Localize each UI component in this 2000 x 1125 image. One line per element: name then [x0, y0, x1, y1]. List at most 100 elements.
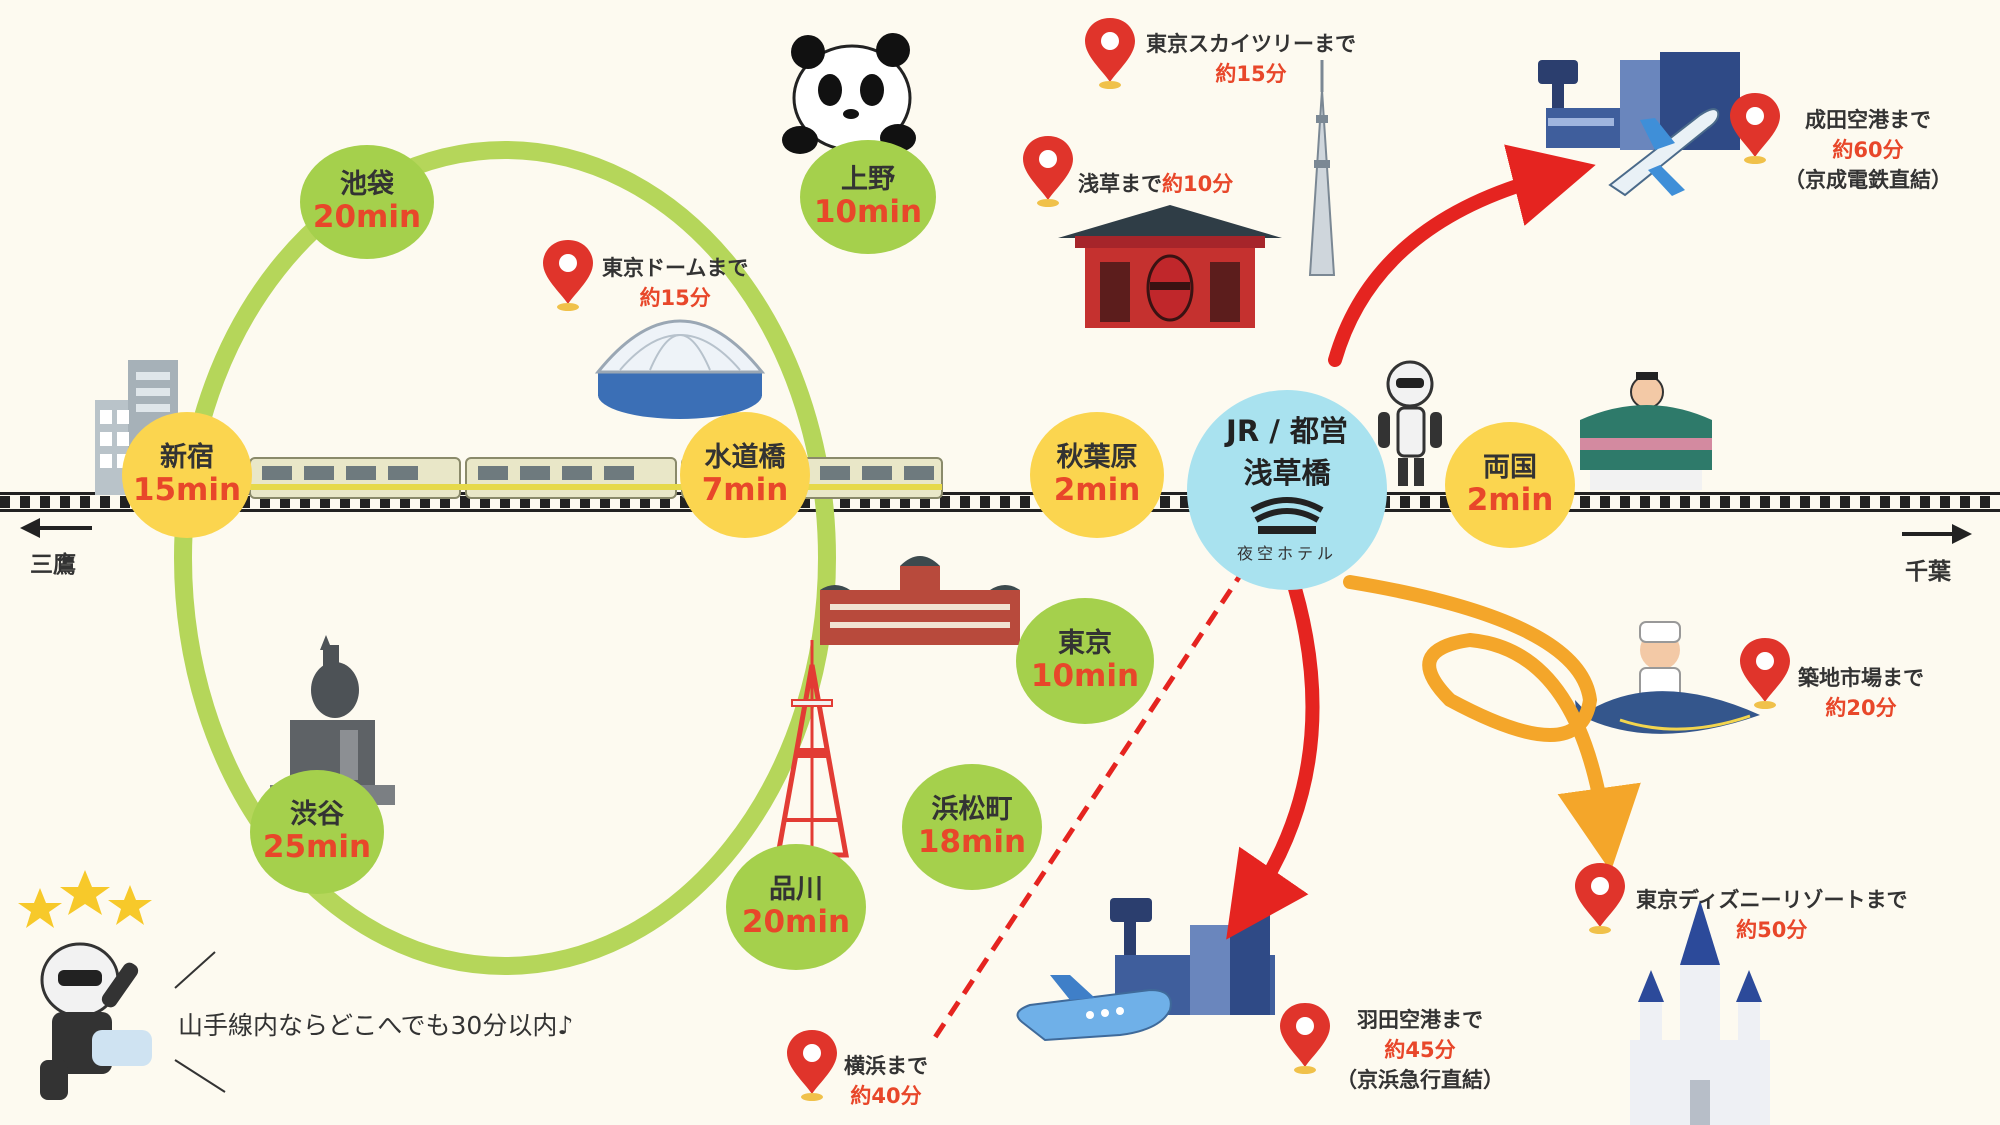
star-icon: [60, 870, 110, 915]
station-time: 25min: [262, 828, 372, 865]
station-time: 20min: [312, 198, 422, 235]
sushi-chef-tuna-icon: [1575, 621, 1760, 734]
station-time: 7min: [701, 471, 789, 508]
poi-yokohama[interactable]: 横浜まで 約40分: [838, 1046, 928, 1110]
station-suidobashi[interactable]: 水道橋 7min: [680, 412, 810, 538]
poi-skytree[interactable]: 東京スカイツリーまで 約15分: [1140, 24, 1356, 88]
station-name: 上野: [841, 163, 895, 195]
direction-east-label: 千葉: [1905, 559, 1951, 585]
location-pin-icon: [543, 240, 593, 311]
location-pin-icon: [1575, 863, 1625, 934]
station-name: 新宿: [160, 441, 214, 473]
station-name: 品川: [769, 873, 823, 905]
kaminarimon-gate-icon: [1058, 205, 1282, 328]
poi-haneda[interactable]: 羽田空港まで 約45分 （京浜急行直結）: [1330, 1000, 1504, 1094]
arrow-right-icon: [1902, 524, 1972, 544]
station-name: 秋葉原: [1056, 441, 1138, 473]
poi-time: 約10分: [1162, 172, 1234, 196]
station-tokyo[interactable]: 東京 10min: [1016, 598, 1154, 724]
tokyo-dome-icon: [594, 319, 766, 419]
station-shinagawa[interactable]: 品川 20min: [726, 844, 866, 970]
station-time: 10min: [1030, 657, 1140, 694]
location-pin-icon: [1280, 1003, 1330, 1074]
station-ueno[interactable]: 上野 10min: [800, 140, 936, 254]
station-name: 水道橋: [704, 441, 786, 473]
robot-speech-text: 山手線内ならどこへでも30分以内♪: [178, 1011, 574, 1040]
station-ryogoku[interactable]: 両国 2min: [1445, 422, 1575, 548]
star-icon: [18, 888, 62, 928]
speech-mark-bottom: [174, 1059, 226, 1093]
station-ikebukuro[interactable]: 池袋 20min: [300, 145, 434, 259]
airport-icon: [1538, 52, 1740, 150]
poi-time: 約15分: [1215, 62, 1287, 86]
poi-label: 築地市場まで: [1798, 666, 1924, 690]
poi-disney[interactable]: 東京ディズニーリゾートまで 約50分: [1630, 880, 1908, 944]
hotel-logo-icon: [1250, 497, 1324, 534]
poi-note: （京成電鉄直結）: [1784, 168, 1952, 192]
station-name: 東京: [1058, 627, 1112, 659]
route-arrow-haneda: [1226, 565, 1320, 940]
robot-icon: [1378, 360, 1442, 486]
poi-label: 羽田空港まで: [1357, 1008, 1483, 1032]
skytree-icon: [1308, 60, 1336, 276]
station-time: 2min: [1053, 471, 1141, 508]
castle-icon: [1630, 900, 1770, 1125]
poi-label: 東京ディズニーリゾートまで: [1636, 888, 1908, 912]
location-pin-icon: [1730, 93, 1780, 164]
hub-asakusabashi-hotel[interactable]: JR / 都営 浅草橋 夜空ホテル: [1187, 390, 1387, 590]
location-pin-icon: [787, 1030, 837, 1101]
panda-icon: [782, 33, 916, 154]
hub-line-label: JR / 都営: [1226, 414, 1348, 448]
sumo-wrestler-icon: [1580, 372, 1712, 490]
station-akihabara[interactable]: 秋葉原 2min: [1030, 412, 1164, 538]
direction-west-label: 三鷹: [30, 552, 76, 578]
tokyo-station-building-icon: [820, 556, 1020, 645]
poi-time: 約60分: [1832, 138, 1904, 162]
poi-time: 約20分: [1825, 696, 1897, 720]
poi-note: （京浜急行直結）: [1336, 1068, 1504, 1092]
poi-time: 約15分: [639, 286, 711, 310]
hub-station-name: 浅草橋: [1243, 456, 1331, 490]
station-shinjuku[interactable]: 新宿 15min: [122, 412, 252, 538]
arrow-left-icon: [20, 518, 92, 538]
location-pin-icon: [1085, 18, 1135, 89]
poi-label: 東京スカイツリーまで: [1146, 32, 1356, 56]
poi-tokyo-dome[interactable]: 東京ドームまで 約15分: [596, 248, 748, 312]
poi-label: 横浜まで: [844, 1054, 928, 1078]
station-time: 2min: [1466, 481, 1554, 518]
train-icon: [249, 457, 943, 499]
station-time: 15min: [132, 471, 242, 508]
location-pin-icon: [1023, 136, 1073, 207]
station-shibuya[interactable]: 渋谷 25min: [250, 770, 384, 894]
poi-label: 成田空港まで: [1805, 108, 1931, 132]
poi-tsukiji[interactable]: 築地市場まで 約20分: [1792, 658, 1924, 722]
poi-time: 約40分: [850, 1084, 922, 1108]
star-icon: [108, 885, 152, 925]
speech-mark-top: [174, 951, 216, 989]
airplane-icon: [1016, 975, 1172, 1042]
route-arrow-narita: [1328, 144, 1596, 367]
poi-narita[interactable]: 成田空港まで 約60分 （京成電鉄直結）: [1778, 100, 1952, 194]
hotel-name: 夜空ホテル: [1236, 544, 1337, 563]
station-name: 池袋: [340, 168, 394, 200]
poi-label: 東京ドームまで: [602, 256, 749, 280]
station-name: 渋谷: [290, 798, 344, 830]
route-arrow-tsukiji-disney: [1343, 575, 1641, 872]
station-time: 10min: [813, 193, 923, 230]
station-name: 浜松町: [931, 793, 1013, 825]
station-time: 20min: [741, 903, 851, 940]
poi-time: 約45分: [1384, 1038, 1456, 1062]
route-line-yokohama: [927, 566, 1248, 1047]
location-pin-icon: [1740, 638, 1790, 709]
poi-time: 約50分: [1736, 918, 1808, 942]
robot-icon: [40, 942, 152, 1100]
station-hamamatsucho[interactable]: 浜松町 18min: [902, 764, 1042, 890]
airplane-icon: [1608, 108, 1720, 197]
station-name: 両国: [1483, 451, 1537, 483]
yamanote-loop: [174, 141, 836, 975]
station-time: 18min: [917, 823, 1027, 860]
poi-label: 浅草まで: [1078, 172, 1162, 196]
poi-asakusa[interactable]: 浅草まで 約10分: [1078, 168, 1233, 198]
